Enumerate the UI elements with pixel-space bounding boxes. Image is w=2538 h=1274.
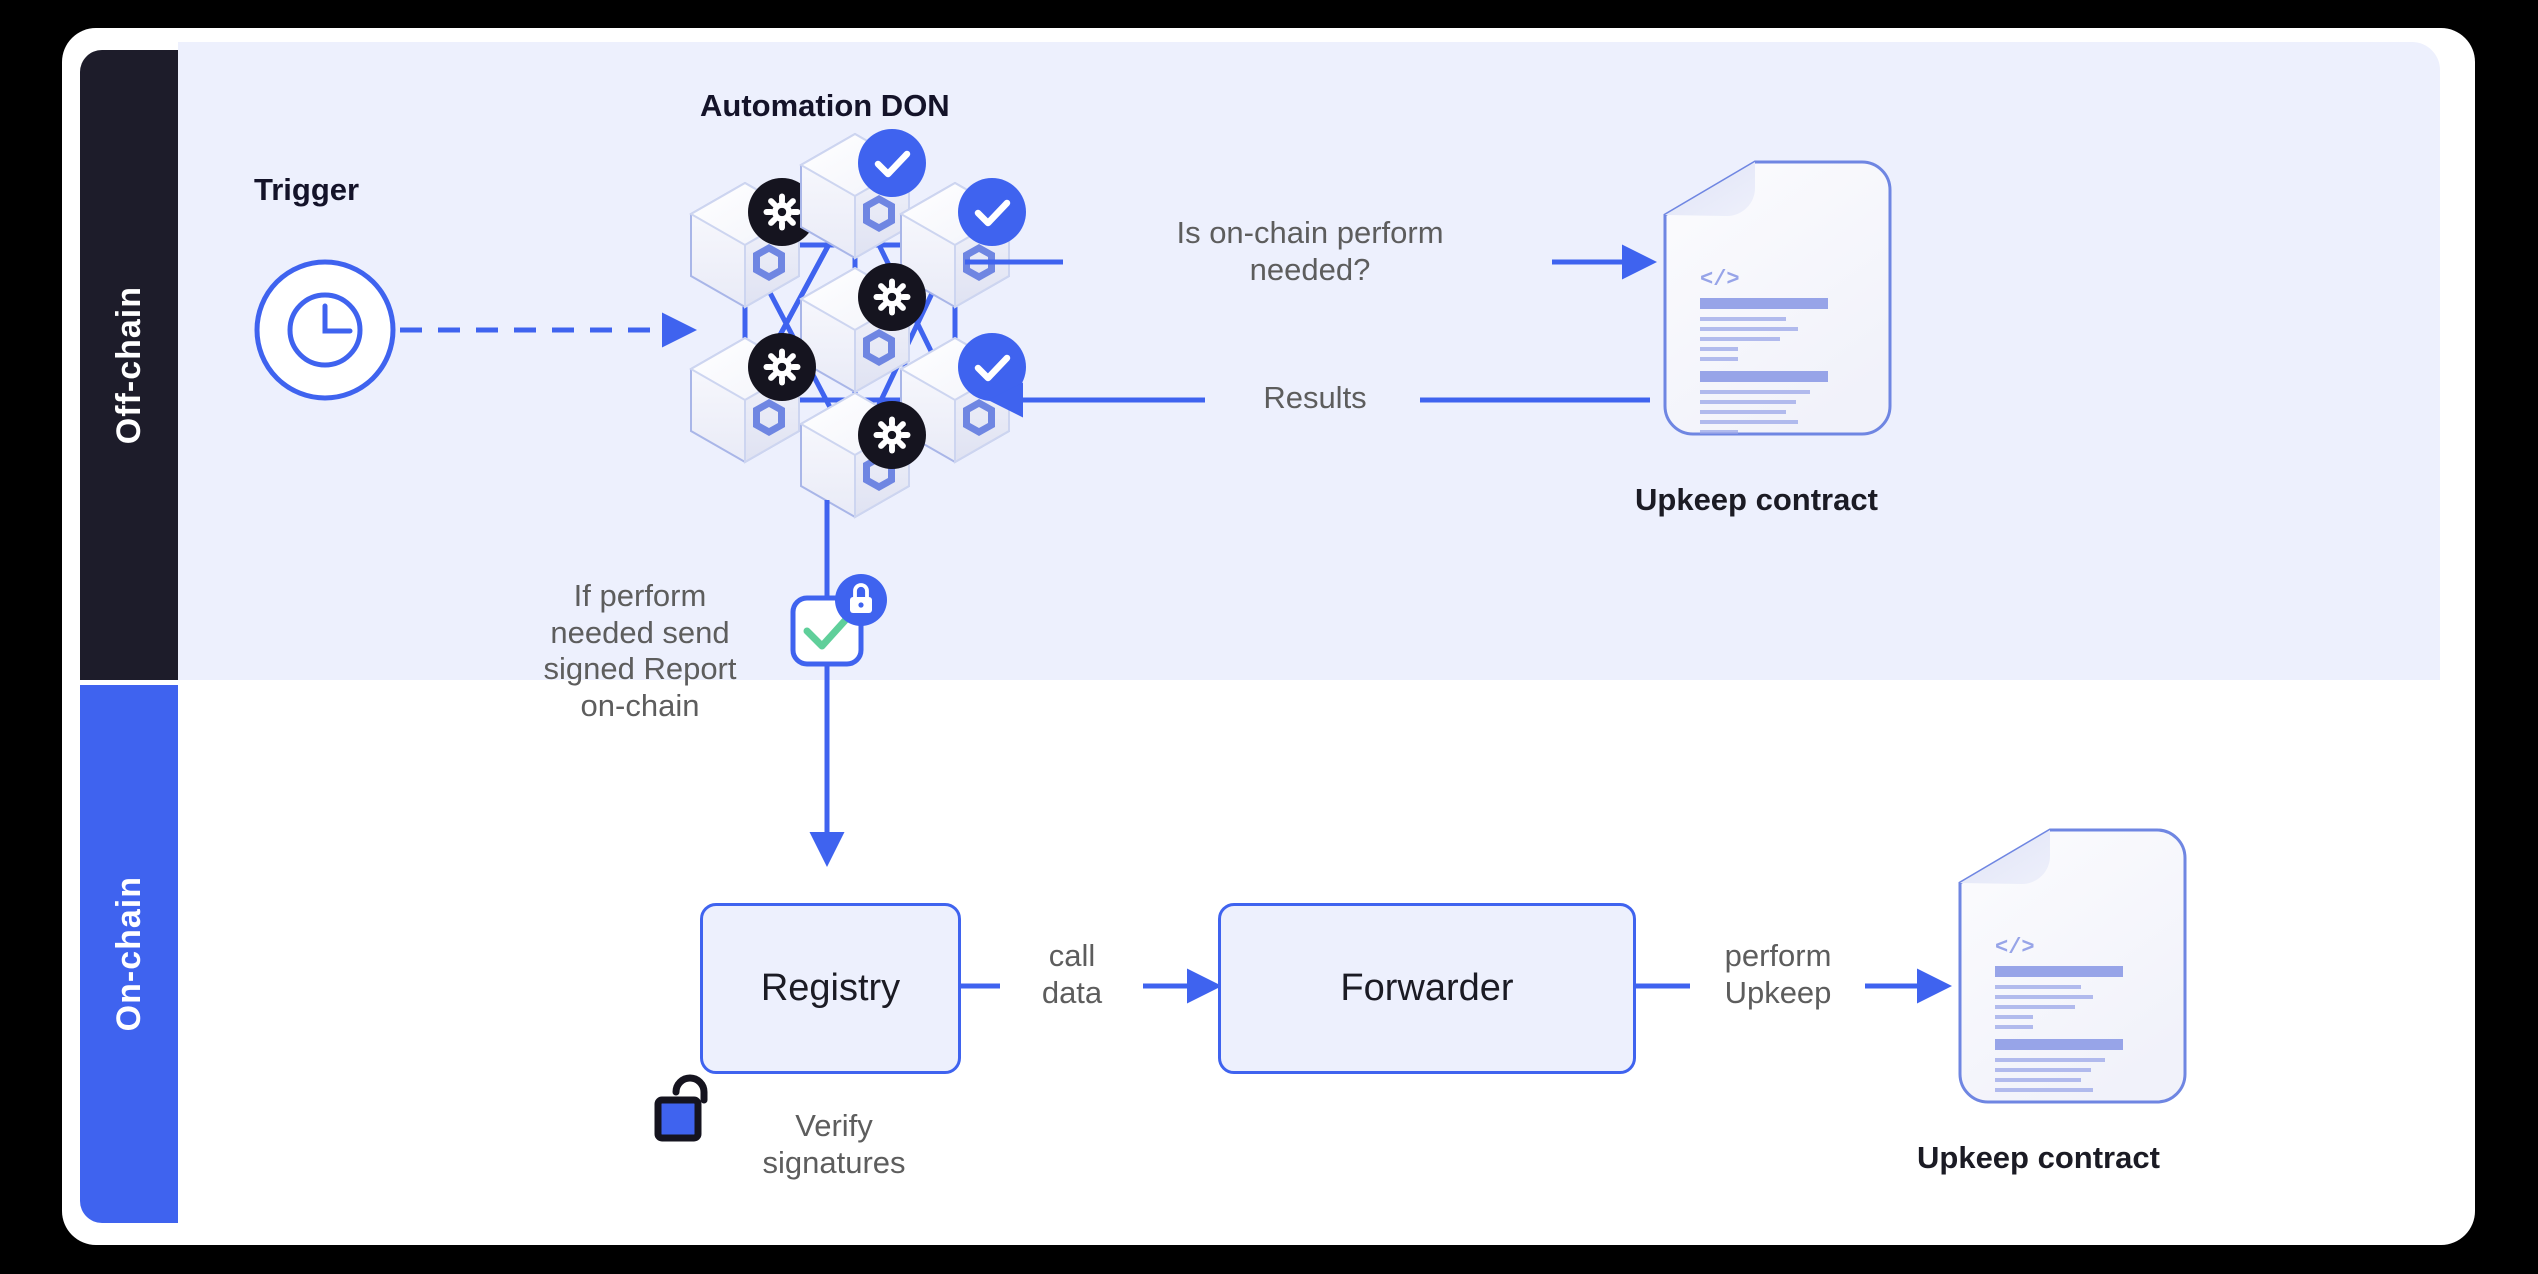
gear-badge-icon [748,178,816,246]
don-node-center[interactable] [798,263,926,394]
perform-upkeep-label: perform Upkeep [1724,938,1832,1010]
trigger-heading: Trigger [254,172,360,207]
onchain-upkeep-document-icon[interactable]: </> [1958,828,2187,1104]
don-node-lower-left[interactable] [688,333,816,464]
off-chain-panel [178,42,2440,680]
lane-on-chain: On-chain [80,685,178,1223]
is-perform-needed-label: Is on-chain perform needed? [1176,215,1444,287]
don-node-lower-right[interactable] [898,333,1026,464]
don-node-bottom[interactable] [798,391,926,519]
registry-box[interactable]: Registry [700,903,961,1074]
don-node-top[interactable] [798,129,926,260]
verify-signatures-label: Verify signatures [762,1108,906,1180]
check-badge-icon [958,333,1026,401]
if-perform-needed-label: If perform needed send signed Report on-… [543,578,737,723]
unlock-icon [654,1074,708,1142]
check-badge-icon [858,129,926,197]
don-node-upper-left[interactable] [688,178,816,309]
results-label: Results [1263,380,1367,415]
check-badge-icon [958,178,1026,246]
call-data-label: call data [1041,938,1103,1010]
lock-icon [835,574,887,626]
offchain-upkeep-document-icon[interactable]: </> [1663,160,1892,436]
gear-badge-icon [858,263,926,331]
onchain-upkeep-contract-label: Upkeep contract [1917,1140,2160,1175]
offchain-upkeep-contract-label: Upkeep contract [1635,482,1878,517]
gear-badge-icon [748,333,816,401]
svg-text:</>: </> [1995,935,2035,960]
gear-badge-icon [858,401,926,469]
automation-don-heading: Automation DON [700,88,950,123]
svg-text:</>: </> [1700,267,1740,292]
forwarder-box[interactable]: Forwarder [1218,903,1636,1074]
lane-off-chain: Off-chain [80,50,178,680]
clock-icon [254,259,396,401]
